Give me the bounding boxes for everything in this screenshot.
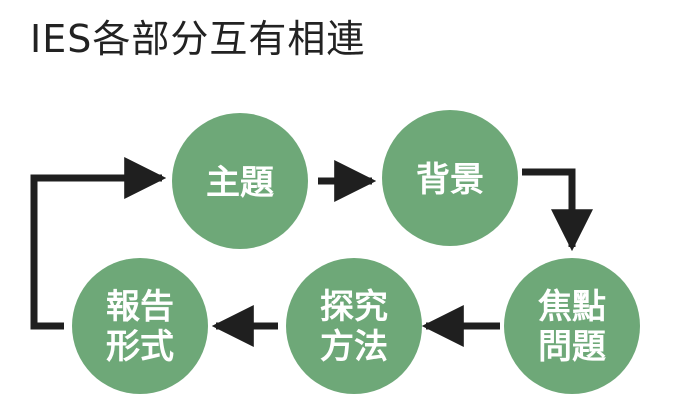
edges: [30, 157, 593, 347]
node-method-label-1: 探究: [320, 287, 388, 327]
node-focus-label-2: 問題: [538, 327, 606, 367]
node-report: 報告 形式: [72, 258, 208, 394]
page-title: IES各部分互有相連: [30, 17, 366, 61]
edge-background-focus: [522, 168, 593, 252]
node-method: 探究 方法: [286, 258, 422, 394]
node-report-label-1: 報告: [106, 287, 174, 327]
node-focus: 焦點 問題: [504, 258, 640, 394]
edge-report-topic: [30, 157, 167, 330]
node-background: 背景: [382, 110, 518, 246]
node-method-label-2: 方法: [320, 327, 388, 367]
node-report-label-2: 形式: [106, 327, 174, 367]
node-topic: 主題: [172, 113, 308, 249]
node-topic-label-1: 主題: [206, 163, 274, 203]
node-background-label-1: 背景: [416, 160, 484, 200]
node-focus-label-1: 焦點: [538, 287, 606, 327]
